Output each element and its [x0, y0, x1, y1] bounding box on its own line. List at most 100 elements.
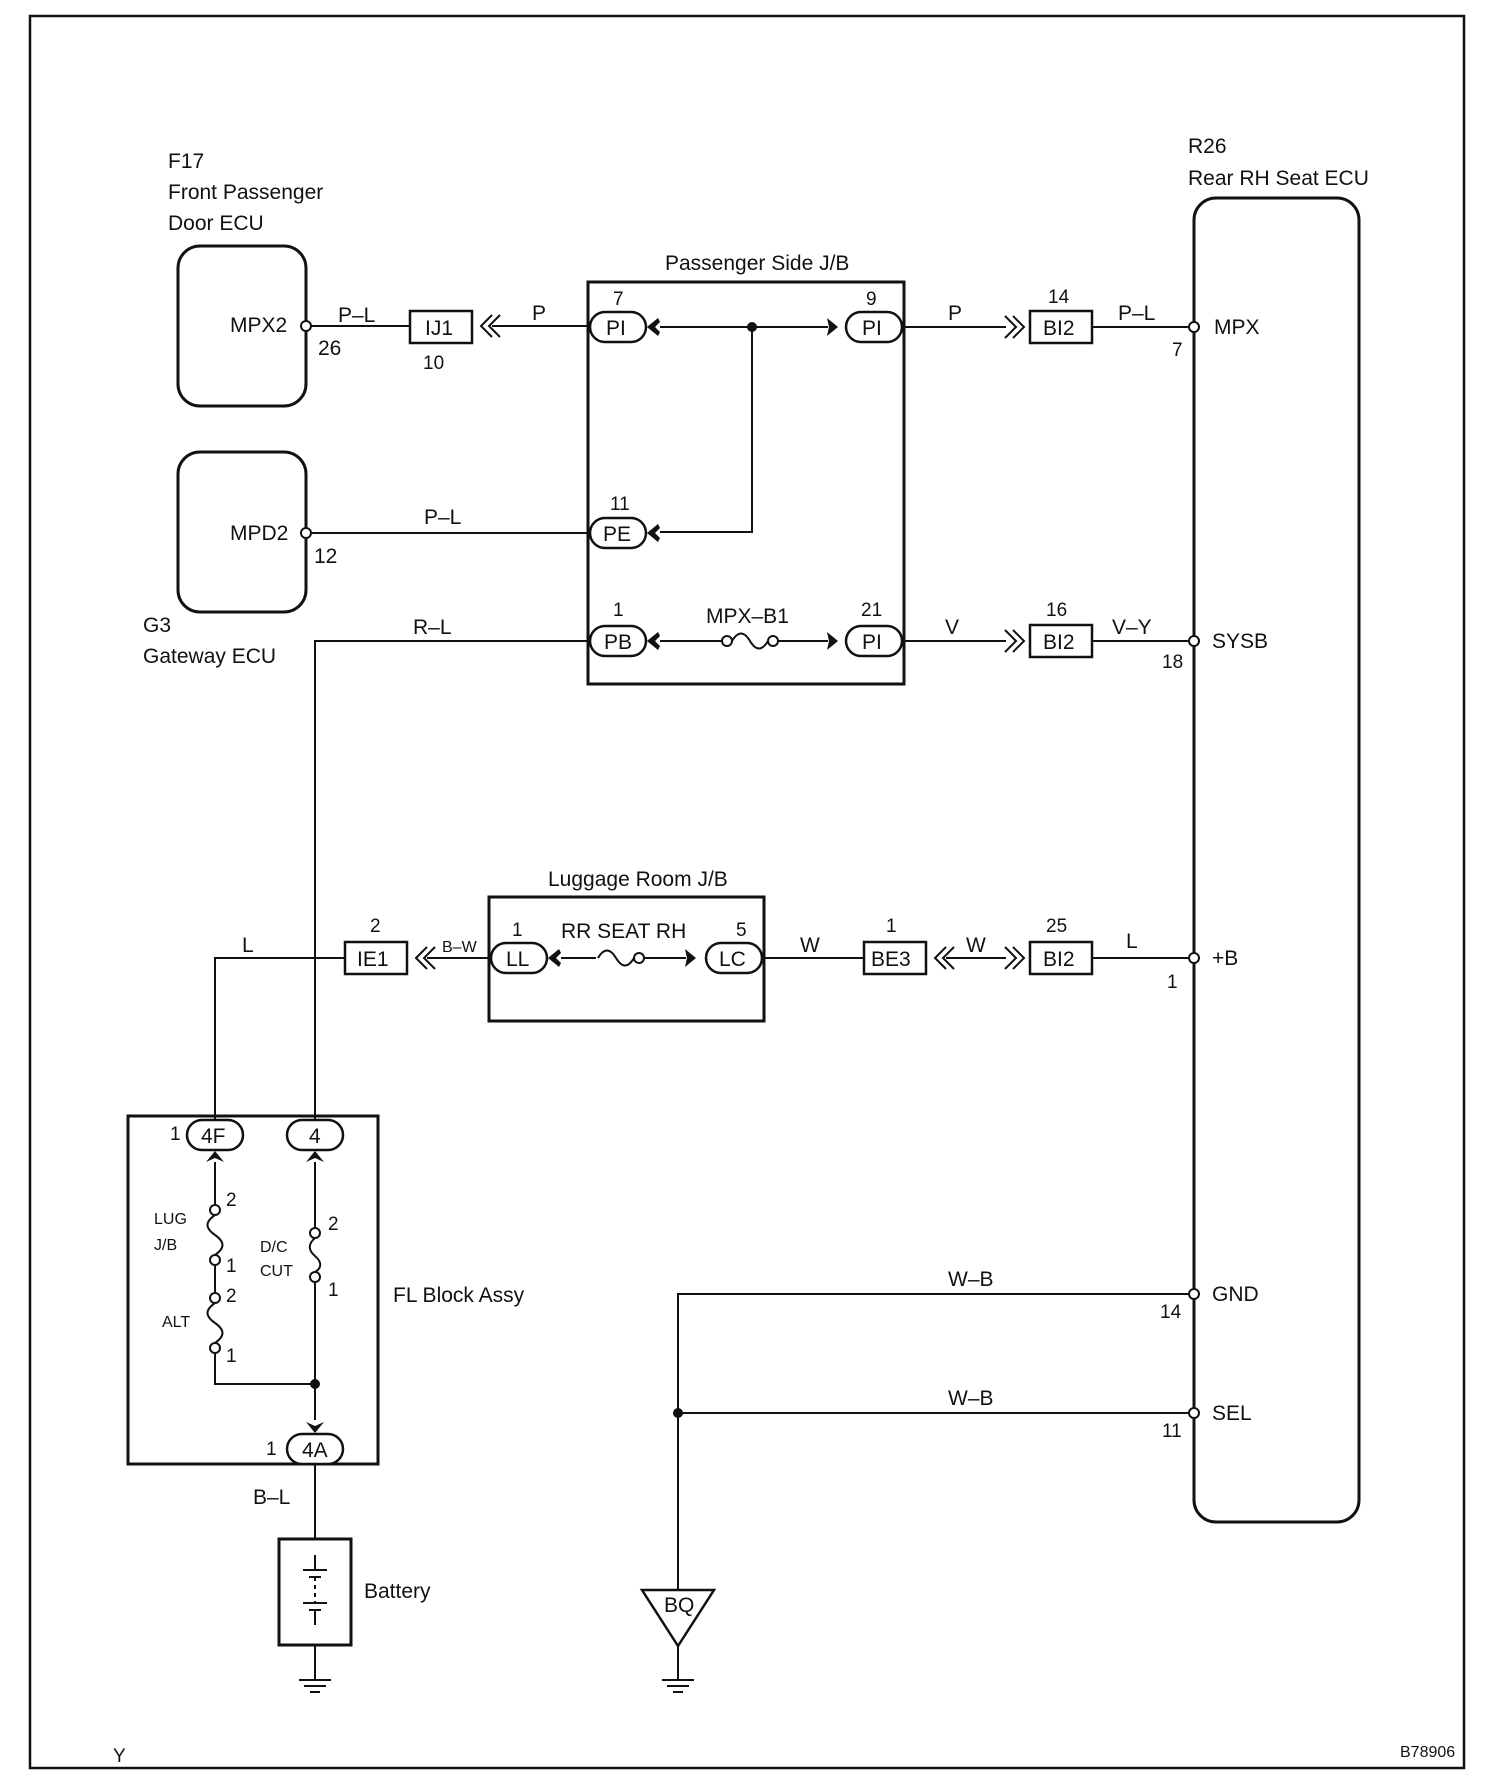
inline-connector-be3-code: BE3 [871, 948, 911, 971]
pi21-chevron [827, 632, 838, 650]
inline-connector-bi2-14-code: BI2 [1043, 317, 1075, 340]
inline-connector-ij1-pin: 10 [423, 353, 444, 374]
g3-pin-name: MPD2 [230, 522, 288, 545]
f17-front-passenger-door-ecu: F17 Front Passenger Door ECU MPX2 26 [168, 150, 341, 408]
diagram-frame [28, 14, 1466, 1770]
r26-pin-gnd-no: 14 [1160, 1302, 1182, 1323]
mpx-b1-fuse-icon [731, 632, 769, 650]
ij1-connector-chevron [479, 314, 501, 338]
inline-connector-ij1 [408, 309, 474, 345]
bi2-14-pin: 14 [1048, 287, 1070, 308]
lug-jb-label-2: J/B [154, 1237, 177, 1254]
g3-gateway-ecu: MPD2 12 G3 Gateway ECU [143, 450, 337, 668]
wire-color-pi21-bi2: V [945, 616, 959, 639]
inline-connector-be3 [862, 940, 928, 976]
r26-name: Rear RH Seat ECU [1188, 167, 1369, 190]
ground-bq-code: BQ [664, 1594, 694, 1617]
alt-bus-wire [214, 1353, 315, 1385]
r26-pin-sysb-no: 18 [1162, 652, 1183, 673]
r26-pin-b-no: 1 [1167, 972, 1178, 993]
f17-code: F17 [168, 150, 204, 173]
g3-pin-number: 12 [314, 545, 337, 568]
4a-chevron [306, 1422, 324, 1433]
pi21-pin: 21 [861, 600, 882, 621]
wire-color-bi2-b: L [1126, 930, 1138, 953]
fl-block-assy: FL Block Assy 1 4F 4 LUG J/B 2 1 ALT 2 1… [126, 1114, 525, 1466]
g3-pin-terminal [300, 527, 312, 539]
wire-color-bi2-sysb: V–Y [1112, 616, 1152, 639]
alt-fuse-icon [206, 1302, 224, 1344]
g3-name: Gateway ECU [143, 645, 276, 668]
battery: Battery [277, 1537, 431, 1647]
4f-chevron [206, 1151, 224, 1162]
ground-junction [673, 1408, 683, 1418]
wire-pb-feed [314, 640, 590, 1124]
connector-ll-1-code: LL [506, 948, 529, 971]
wire-color-fl-ie1: L [242, 934, 254, 957]
battery-ground-icon [299, 1645, 331, 1693]
pb1-pin: 1 [613, 600, 624, 621]
be3-chevron [933, 946, 955, 970]
lug-jb-label-1: LUG [154, 1211, 187, 1228]
inline-connector-ie1-code: IE1 [357, 948, 389, 971]
f17-pin-number: 26 [318, 337, 341, 360]
wire-color-ie1-ll: B–W [442, 939, 478, 956]
ground-point-bq: BQ [639, 1588, 717, 1693]
pe11-chevron [647, 524, 660, 542]
wire-color-g3-pe: P–L [424, 506, 461, 529]
wire-color-pb-feed: R–L [413, 616, 452, 639]
dc-cut-pin-top: 2 [328, 1214, 339, 1235]
rr-seat-rh-fuse-terminal [633, 952, 645, 964]
ground-bq-triangle [639, 1588, 717, 1649]
pi9-chevron [827, 318, 838, 336]
r26-ecu-box [1192, 196, 1361, 1524]
f17-pin-name: MPX2 [230, 314, 287, 337]
bi2-14-chevron [1004, 315, 1026, 339]
lug-jb-terminal-top [209, 1204, 221, 1216]
connector-ll-1 [489, 941, 549, 975]
footer-left-code: Y [113, 1746, 126, 1767]
footer-right-code: B78906 [1400, 1744, 1455, 1761]
inline-connector-bi2-16-code: BI2 [1043, 631, 1075, 654]
r26-pin-b-terminal [1188, 952, 1200, 964]
connector-4f [185, 1118, 245, 1152]
wire-fl-ie1 [214, 957, 345, 1124]
dc-cut-terminal-top [309, 1227, 321, 1239]
lug-jb-pin-top: 2 [226, 1190, 237, 1211]
connector-pi-9-code: PI [862, 317, 882, 340]
pi7-pin: 7 [613, 289, 624, 310]
passenger-jb-box [586, 280, 906, 686]
wire-color-pi9-bi2: P [948, 302, 962, 325]
4a-pin: 1 [266, 1439, 277, 1460]
pi7-chevron [647, 318, 660, 336]
dc-cut-pin-bottom: 1 [328, 1280, 339, 1301]
dc-cut-label-1: D/C [260, 1239, 288, 1256]
ll-chevron [548, 949, 561, 967]
passenger-jb-title: Passenger Side J/B [665, 252, 849, 275]
ie1-pin: 2 [370, 916, 381, 937]
connector-lc-5-code: LC [719, 948, 746, 971]
inline-connector-bi2-25 [1028, 940, 1094, 976]
be3-pin: 1 [886, 916, 897, 937]
r26-pin-gnd-terminal [1188, 1288, 1200, 1300]
connector-pb-1-code: PB [604, 631, 632, 654]
connector-4a-code: 4A [302, 1439, 328, 1462]
bi2-25-pin: 25 [1046, 916, 1067, 937]
g3-code: G3 [143, 614, 171, 637]
r26-pin-mpx-terminal [1188, 321, 1200, 333]
ll-pin: 1 [512, 920, 523, 941]
lug-jb-terminal-bottom [209, 1254, 221, 1266]
4f-pin: 1 [170, 1124, 181, 1145]
fl-block-box [126, 1114, 380, 1466]
alt-pin-bottom: 1 [226, 1346, 237, 1367]
luggage-room-jb: Luggage Room J/B 1 LL RR SEAT RH 5 LC [487, 868, 766, 1023]
r26-rear-rh-seat-ecu: R26 Rear RH Seat ECU MPX 7 SYSB 18 +B 1 … [1160, 135, 1369, 1524]
pe11-pin: 11 [610, 494, 630, 515]
r26-pin-b-name: +B [1212, 947, 1238, 970]
connector-pe-11-code: PE [603, 523, 631, 546]
connector-pi-7-code: PI [606, 317, 626, 340]
4-chevron [306, 1151, 324, 1162]
mpx-b1-fuse-label: MPX–B1 [706, 605, 789, 628]
ie1-chevron [414, 946, 436, 970]
